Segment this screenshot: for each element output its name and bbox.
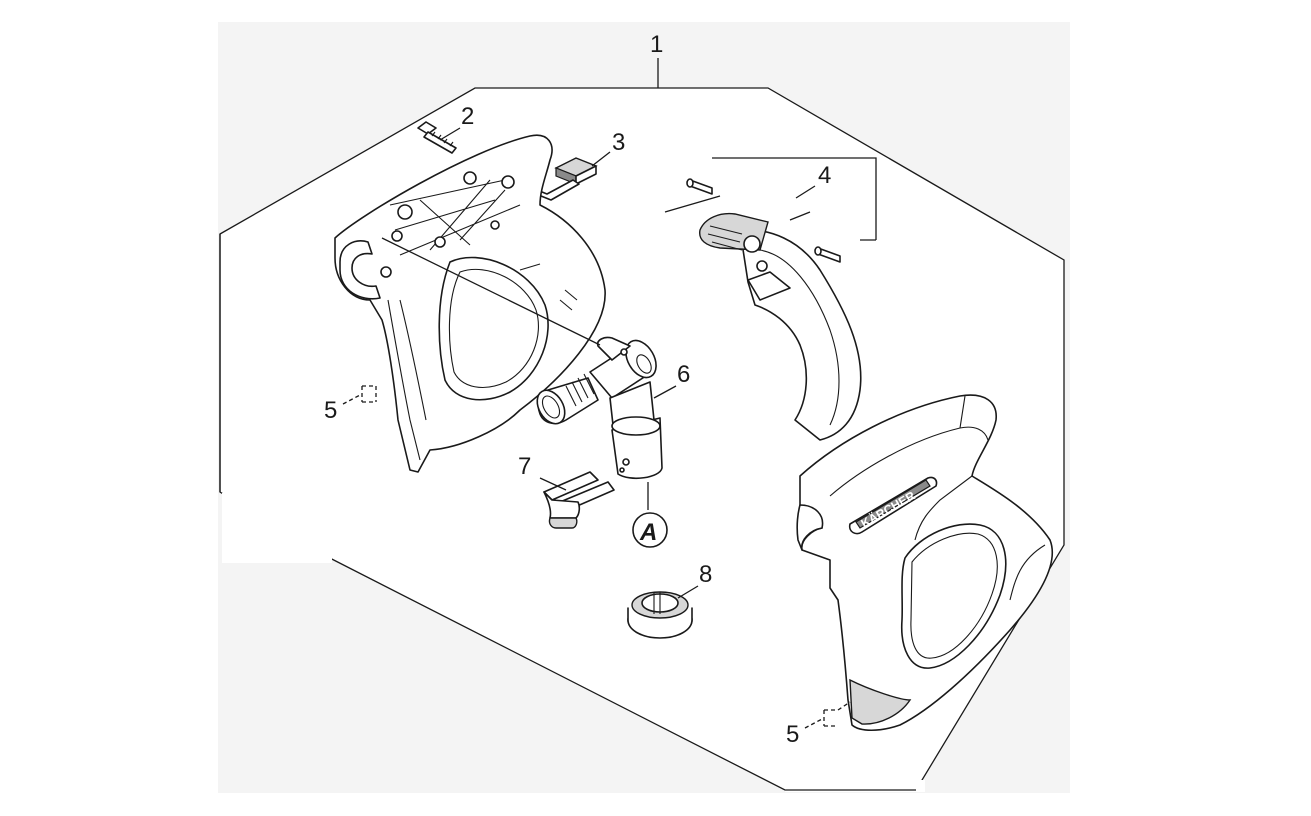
callout-5-right: 5 <box>786 721 799 748</box>
callout-5-left: 5 <box>324 397 337 424</box>
leader-2 <box>439 127 461 141</box>
leader-8 <box>677 585 699 599</box>
left-housing-half <box>334 134 606 473</box>
callout-7: 7 <box>518 453 531 480</box>
leader-housing-to-elbow <box>381 237 601 346</box>
detail-a-marker <box>632 512 668 548</box>
callout-3: 3 <box>612 129 625 156</box>
callout-4: 4 <box>818 162 831 189</box>
right-housing-half: KÄRCHER <box>796 394 1054 732</box>
clip-part <box>543 471 615 529</box>
elbow-connector-part <box>536 336 663 480</box>
callout-2: 2 <box>461 103 474 130</box>
leader-6 <box>653 385 677 399</box>
ring-part <box>627 591 693 639</box>
callout-8: 8 <box>699 561 712 588</box>
leader-4 <box>795 185 816 199</box>
leader-3 <box>591 151 611 167</box>
trigger-part <box>664 157 877 441</box>
callout-6: 6 <box>677 361 690 388</box>
leader-5-left <box>342 385 377 405</box>
callout-1: 1 <box>650 31 663 58</box>
leader-5-right <box>804 701 851 729</box>
screw-part <box>417 121 457 154</box>
leader-7 <box>539 477 567 491</box>
detail-a-label: A <box>639 519 657 546</box>
